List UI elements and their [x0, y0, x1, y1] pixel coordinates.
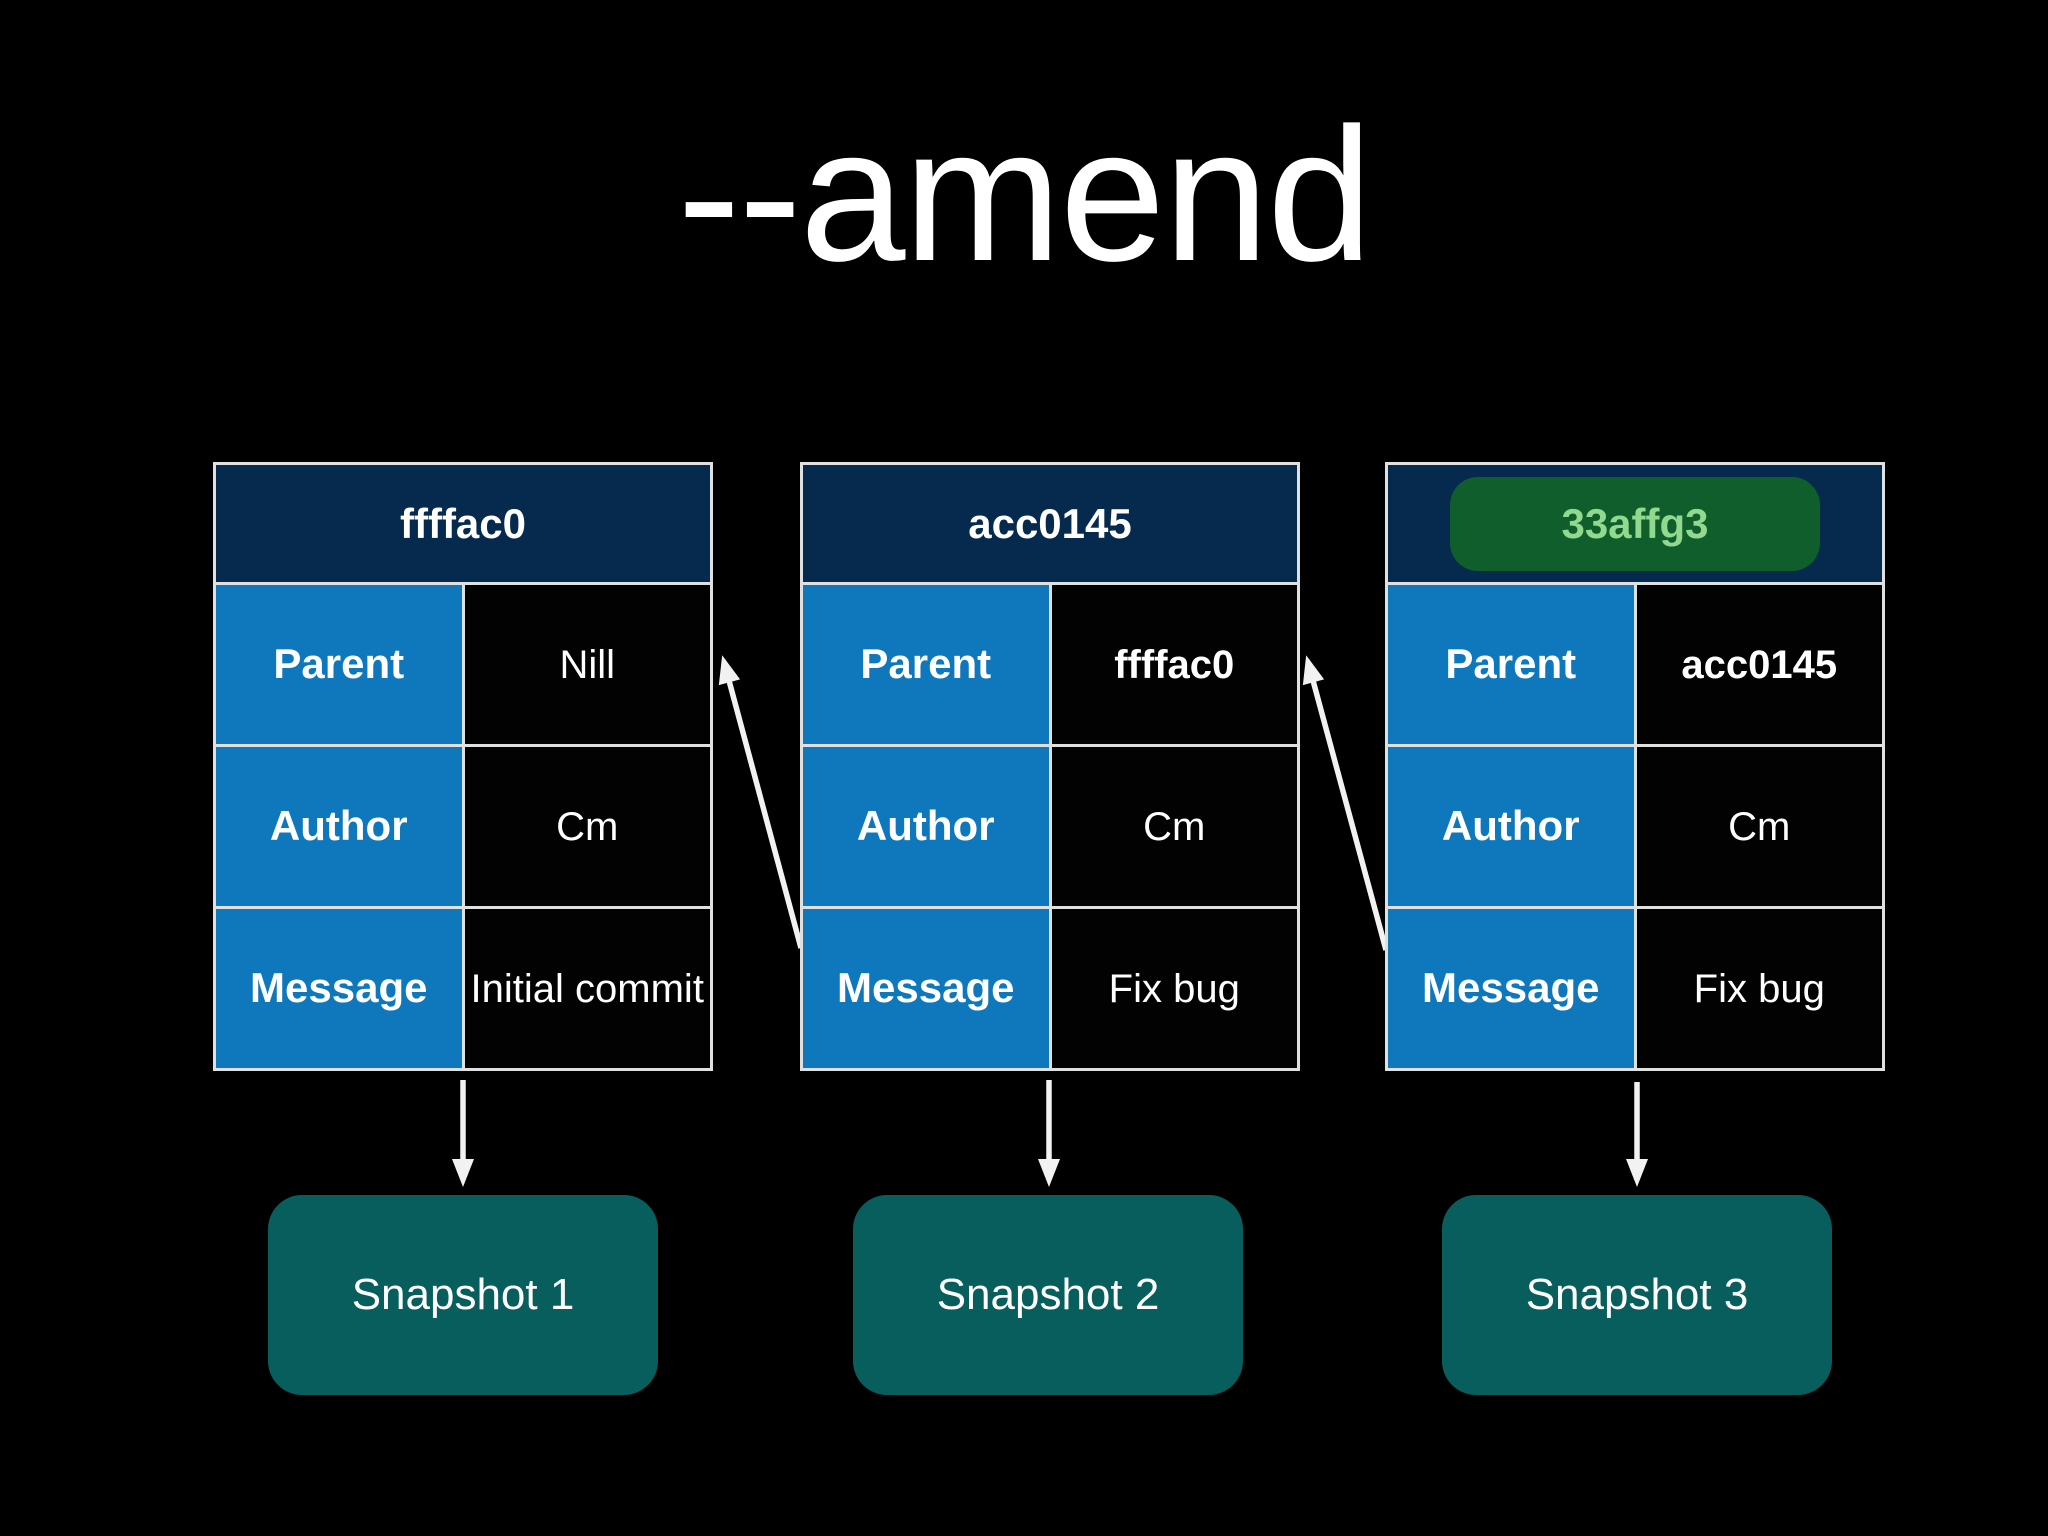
commit-table-2: acc0145 Parent ffffac0 Author Cm Message…	[800, 462, 1300, 1071]
commit-2-parent-value: ffffac0	[1051, 585, 1297, 744]
commit-3-header: 33affg3	[1388, 465, 1882, 582]
slide-title: --amend	[677, 89, 1373, 301]
snapshot-box-3: Snapshot 3	[1442, 1195, 1832, 1395]
commit-3-message-label: Message	[1388, 909, 1634, 1068]
commit-1-author-label: Author	[216, 747, 462, 906]
commit-3-hash: 33affg3	[1561, 499, 1709, 547]
commit-1-parent-value: Nill	[464, 585, 710, 744]
commit-1-message-value: Initial commit	[464, 909, 710, 1068]
arrow-parent-pointer-commit2-to-commit1	[718, 655, 804, 949]
commit-2-author-value: Cm	[1051, 747, 1297, 906]
commit-2-message-label: Message	[803, 909, 1049, 1068]
commit-1-message-label: Message	[216, 909, 462, 1068]
amended-commit-badge: 33affg3	[1450, 476, 1820, 571]
commit-3-parent-value: acc0145	[1636, 585, 1882, 744]
snapshot-box-2: Snapshot 2	[853, 1195, 1243, 1395]
commit-1-header: ffffac0	[216, 465, 710, 582]
snapshot-box-1: Snapshot 1	[268, 1195, 658, 1395]
commit-2-message-value: Fix bug	[1051, 909, 1297, 1068]
commit-1-parent-label: Parent	[216, 585, 462, 744]
commit-3-author-label: Author	[1388, 747, 1634, 906]
commit-2-author-label: Author	[803, 747, 1049, 906]
commit-1-author-value: Cm	[464, 747, 710, 906]
arrow-parent-pointer-commit3-to-commit2	[1302, 655, 1389, 951]
commit-2-parent-label: Parent	[803, 585, 1049, 744]
commit-3-author-value: Cm	[1636, 747, 1882, 906]
commit-table-1: ffffac0 Parent Nill Author Cm Message In…	[213, 462, 713, 1071]
commit-2-header: acc0145	[803, 465, 1297, 582]
commit-3-parent-label: Parent	[1388, 585, 1634, 744]
commit-2-hash: acc0145	[968, 499, 1132, 547]
commit-3-message-value: Fix bug	[1636, 909, 1882, 1068]
commit-table-3: 33affg3 Parent acc0145 Author Cm Message…	[1385, 462, 1885, 1071]
commit-1-hash: ffffac0	[399, 499, 527, 547]
